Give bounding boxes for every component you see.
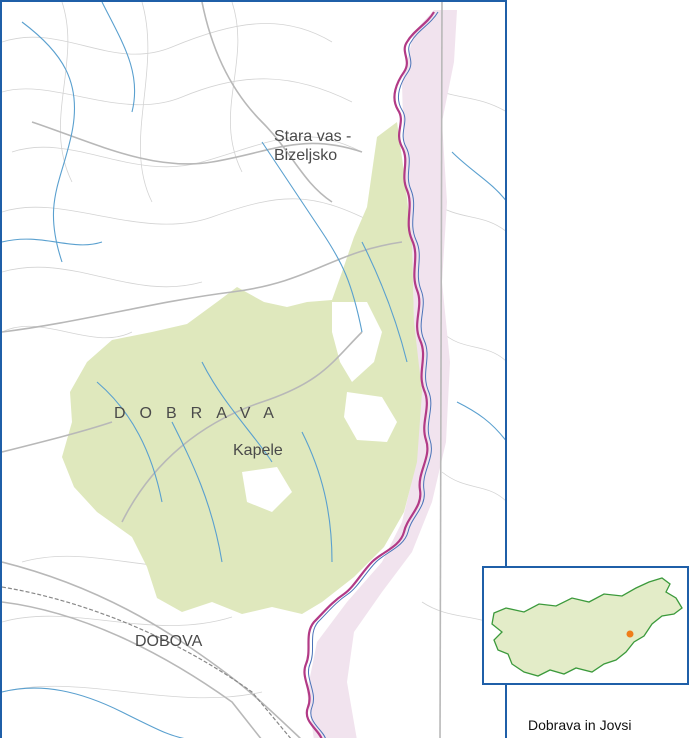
slovenia-country-shape [491,577,683,677]
slovenia-outline-map [491,577,683,677]
map-canvas [2,2,505,738]
forest-clearing [332,302,382,382]
locator-inset-map [482,566,689,685]
railway [2,586,292,738]
place-label-kapele: Kapele [233,442,283,459]
location-marker [626,630,634,638]
forest-dobrava [62,122,422,614]
forest-clearing-2 [344,392,397,442]
sotla-river [308,11,439,738]
state-border-river [303,11,435,738]
roads [2,2,443,738]
forest-clearing-3 [242,467,292,512]
map-frame[interactable]: Stara vas - Bizeljsko DOBRAVA Kapele DOB… [0,0,507,738]
inset-caption: Dobrava in Jovsi [528,717,632,733]
streams [2,2,505,738]
place-label-dobrava: DOBRAVA [114,405,288,422]
place-label-stara-vas-bizeljsko: Stara vas - Bizeljsko [274,128,352,164]
river-corridor [307,10,457,738]
place-label-dobova: DOBOVA [135,633,203,650]
